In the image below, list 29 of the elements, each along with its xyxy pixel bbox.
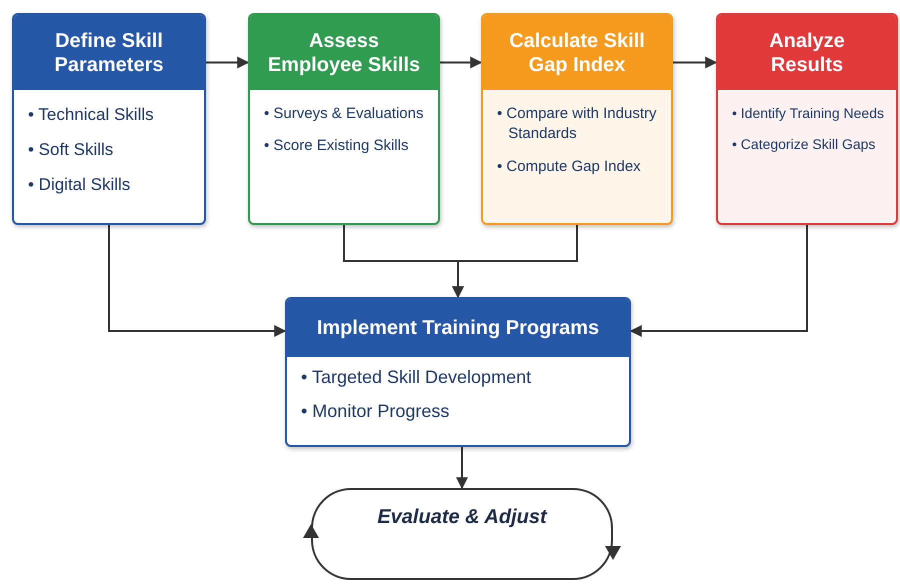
bullet-item: • Identify Training Needs: [732, 104, 885, 123]
process-card: [716, 13, 898, 225]
stage-heading: Assess Employee Skills: [250, 15, 438, 90]
arrow: [456, 447, 468, 490]
arrow: [206, 56, 250, 68]
bullet-item: • Surveys & Evaluations: [264, 104, 424, 124]
stage-heading: Implement Training Programs: [287, 299, 629, 357]
arrow: [673, 56, 718, 68]
bullet-item: • Soft Skills: [28, 138, 114, 161]
arrow: [630, 225, 808, 337]
process-card: [12, 13, 206, 225]
arrow: [452, 225, 578, 298]
stage-heading: Analyze Results: [718, 15, 896, 90]
arrow: [108, 225, 286, 337]
arrow: [440, 56, 482, 68]
process-card: [481, 13, 673, 225]
bullet-item: • Monitor Progress: [301, 400, 450, 424]
bullet-item: • Targeted Skill Development: [301, 366, 532, 389]
bullet-item: • Compare with Industry Standards: [497, 104, 658, 144]
bullet-item: • Digital Skills: [28, 174, 132, 196]
stage-heading: Calculate Skill Gap Index: [483, 15, 671, 90]
bullet-item: • Technical Skills: [28, 104, 155, 126]
stage-heading: Define Skill Parameters: [14, 15, 204, 90]
process-card: [285, 297, 631, 447]
loop-label: Evaluate & Adjust: [376, 506, 548, 529]
process-card: [248, 13, 440, 225]
bullet-item: • Score Existing Skills: [264, 136, 410, 156]
bullet-item: • Compute Gap Index: [497, 156, 642, 176]
bullet-item: • Categorize Skill Gaps: [732, 134, 876, 154]
